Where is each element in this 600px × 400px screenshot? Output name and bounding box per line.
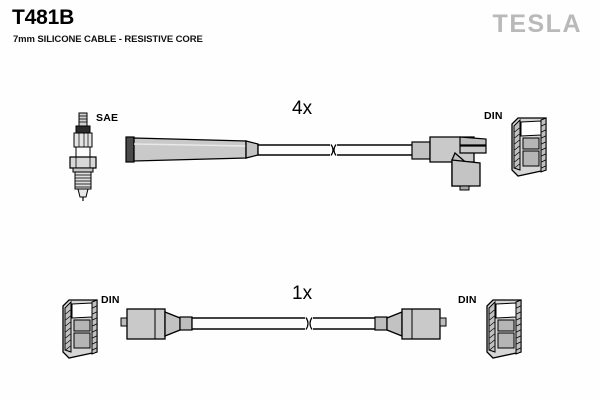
spark-plug-icon (69, 112, 97, 201)
bottom-cable-assembly (62, 299, 522, 359)
din-socket-bottom-right (486, 299, 522, 359)
straight-boot (125, 136, 259, 163)
cable-top (257, 144, 415, 156)
brand-logo: TESLA (492, 10, 582, 38)
cable-bottom (191, 317, 377, 330)
quantity-label-top: 4x (292, 98, 313, 119)
sae-label: SAE (96, 112, 119, 124)
page-title: T481B (12, 6, 75, 29)
din-label-bottom-right: DIN (458, 294, 477, 306)
right-angle-boot (411, 136, 487, 191)
page-subtitle: 7mm SILICONE CABLE - RESISTIVE CORE (13, 34, 203, 45)
din-socket-bottom-left (62, 299, 98, 359)
top-cable-assembly (69, 112, 547, 201)
coil-connector-left (120, 308, 193, 340)
din-socket-top-right (511, 117, 547, 177)
coil-connector-right (374, 308, 447, 340)
quantity-label-bottom: 1x (292, 283, 313, 304)
din-label-bottom-left: DIN (101, 294, 120, 306)
din-label-top-right: DIN (484, 110, 503, 122)
